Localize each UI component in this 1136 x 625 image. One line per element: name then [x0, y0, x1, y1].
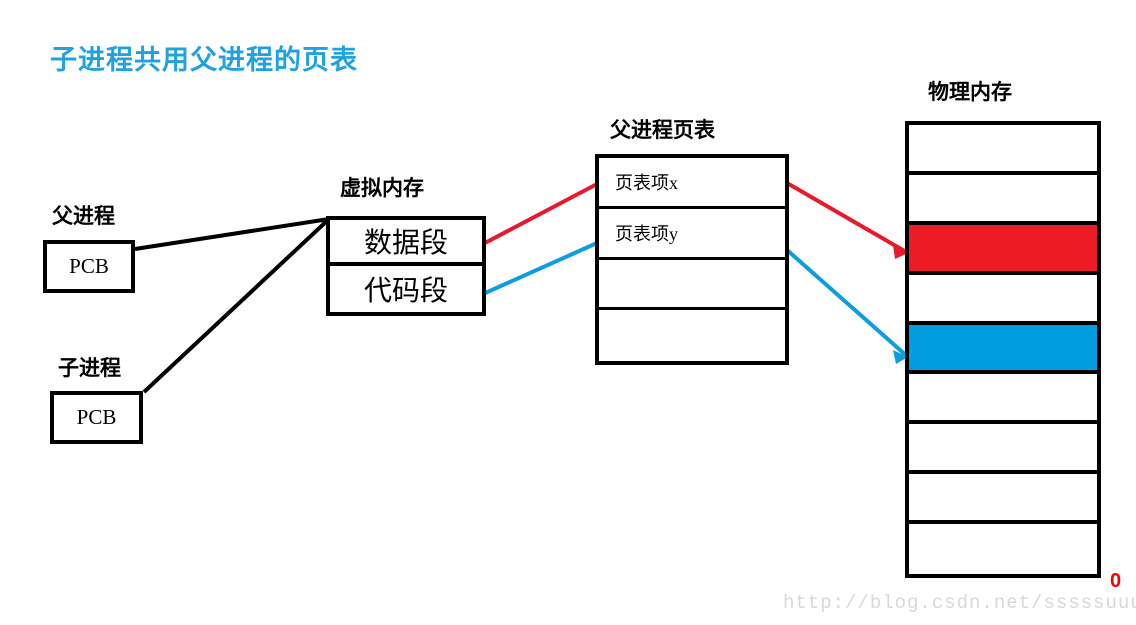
- virtual-memory-box: 数据段 代码段: [326, 216, 486, 316]
- child-pcb-box: PCB: [50, 391, 143, 444]
- connector-pte-y-to-physical-blue: [785, 248, 910, 359]
- page-table-row-label: 页表项x: [615, 172, 678, 193]
- page-table-row: 页表项x: [599, 158, 785, 209]
- connector-code-segment-to-pte-y: [482, 241, 598, 296]
- connector-pte-x-to-physical-red: [785, 181, 910, 255]
- page-table-row: [599, 259, 785, 311]
- virtual-memory-row-label: 代码段: [363, 276, 448, 307]
- connector-parent-pcb-to-vm: [134, 217, 330, 251]
- physical-memory-row: [909, 524, 1097, 574]
- page-table-row: [599, 310, 785, 361]
- physical-memory-row: [909, 125, 1097, 175]
- parent-pcb-box: PCB: [43, 240, 135, 293]
- physical-memory-box: [905, 121, 1101, 578]
- virtual-memory-row: 数据段: [330, 220, 482, 266]
- connector-child-pcb-to-vm: [142, 217, 331, 394]
- physical-memory-row: [909, 174, 1097, 225]
- label-parent-process: 父进程: [52, 204, 115, 228]
- physical-memory-row: [909, 474, 1097, 524]
- label-parent-page-table: 父进程页表: [610, 118, 715, 142]
- physical-memory-row: [909, 424, 1097, 475]
- physical-memory-row-blue: [909, 324, 1097, 375]
- corner-mark-text: 0: [1110, 570, 1122, 592]
- child-pcb-label: PCB: [76, 405, 117, 429]
- physical-memory-row-red: [909, 224, 1097, 275]
- label-physical-memory: 物理内存: [928, 80, 1012, 104]
- watermark-text: http://blog.csdn.net/sssssuuuuu666: [783, 592, 1136, 614]
- page-table-row: 页表项y: [599, 208, 785, 260]
- page-table-row-label: 页表项y: [615, 223, 678, 244]
- physical-memory-row: [909, 374, 1097, 425]
- parent-pcb-label: PCB: [69, 254, 109, 278]
- page-title: 子进程共用父进程的页表: [50, 45, 358, 75]
- page-table-box: 页表项x 页表项y: [595, 154, 789, 365]
- physical-memory-row: [909, 274, 1097, 325]
- virtual-memory-row-label: 数据段: [363, 228, 448, 259]
- label-virtual-memory: 虚拟内存: [340, 176, 424, 200]
- virtual-memory-row: 代码段: [330, 266, 482, 312]
- connector-data-segment-to-pte-x: [482, 182, 598, 246]
- label-child-process: 子进程: [58, 356, 121, 380]
